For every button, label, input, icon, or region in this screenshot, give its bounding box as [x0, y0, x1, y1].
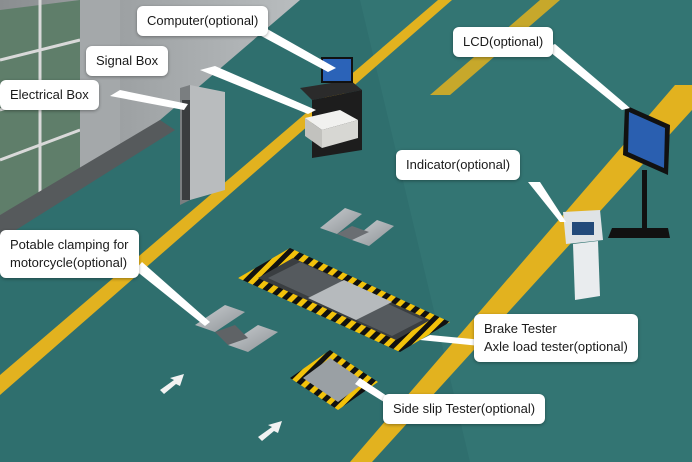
- signal-box-unit: [305, 110, 358, 130]
- callout-side-slip: Side slip Tester(optional): [383, 394, 546, 424]
- wall-base: [0, 120, 175, 240]
- indicator-kiosk: [563, 210, 603, 300]
- callout-clamping: Potable clamping for motorcycle(optional…: [0, 230, 139, 278]
- callout-computer-text: Computer(optional): [147, 13, 259, 28]
- callout-brake-line2: Axle load tester(optional): [484, 339, 628, 354]
- brake-tester: [238, 248, 450, 352]
- clamping-plates: [195, 305, 278, 352]
- direction-arrow: [258, 421, 282, 441]
- callout-computer: Computer(optional): [137, 6, 269, 36]
- lcd-stand: [608, 105, 670, 238]
- callout-electrical-box: Electrical Box: [0, 80, 99, 110]
- lane-line-right: [350, 85, 692, 462]
- callout-brake-line1: Brake Tester: [484, 321, 557, 336]
- callout-clamping-line1: Potable clamping for: [10, 237, 129, 252]
- computer-desk: [300, 57, 362, 158]
- electrical-box: [180, 85, 225, 205]
- wheel-plates-front: [320, 208, 394, 246]
- callout-side-slip-text: Side slip Tester(optional): [393, 401, 536, 416]
- side-slip-tester: [290, 350, 378, 410]
- callout-lcd-text: LCD(optional): [463, 34, 544, 49]
- callout-lcd: LCD(optional): [453, 27, 554, 57]
- callout-electrical-box-text: Electrical Box: [10, 87, 89, 102]
- callout-signal-box-text: Signal Box: [96, 53, 159, 68]
- leader-lines: [110, 26, 630, 402]
- callout-indicator-text: Indicator(optional): [406, 157, 511, 172]
- direction-arrow: [160, 374, 184, 394]
- callout-indicator: Indicator(optional): [396, 150, 521, 180]
- wall-column: [80, 0, 120, 175]
- callout-signal-box: Signal Box: [86, 46, 169, 76]
- callout-clamping-line2: motorcycle(optional): [10, 255, 128, 270]
- callout-brake-tester: Brake Tester Axle load tester(optional): [474, 314, 638, 362]
